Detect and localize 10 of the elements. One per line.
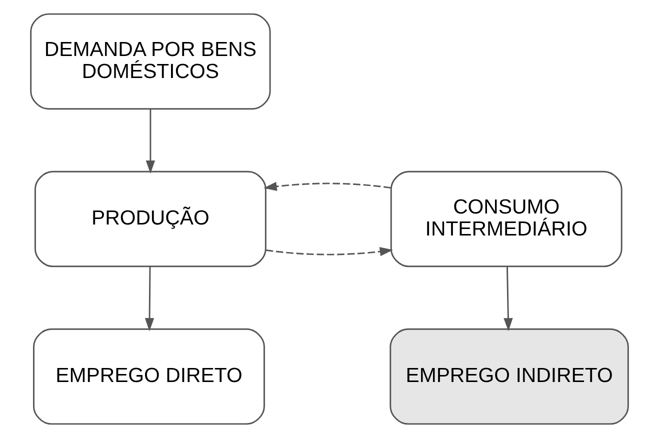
node-box: EMPREGO INDIRETO — [390, 328, 629, 425]
arrow — [266, 247, 393, 256]
node-box: PRODUÇÃO — [34, 170, 266, 268]
arrow — [504, 266, 513, 332]
node-box: CONSUMO INTERMEDIÁRIO — [390, 170, 622, 268]
node-box: DEMANDA POR BENS DOMÉSTICOS — [30, 13, 271, 110]
node-box: EMPREGO DIRETO — [33, 328, 265, 425]
arrow — [146, 108, 156, 174]
arrow — [144, 266, 154, 332]
arrow — [264, 182, 391, 191]
